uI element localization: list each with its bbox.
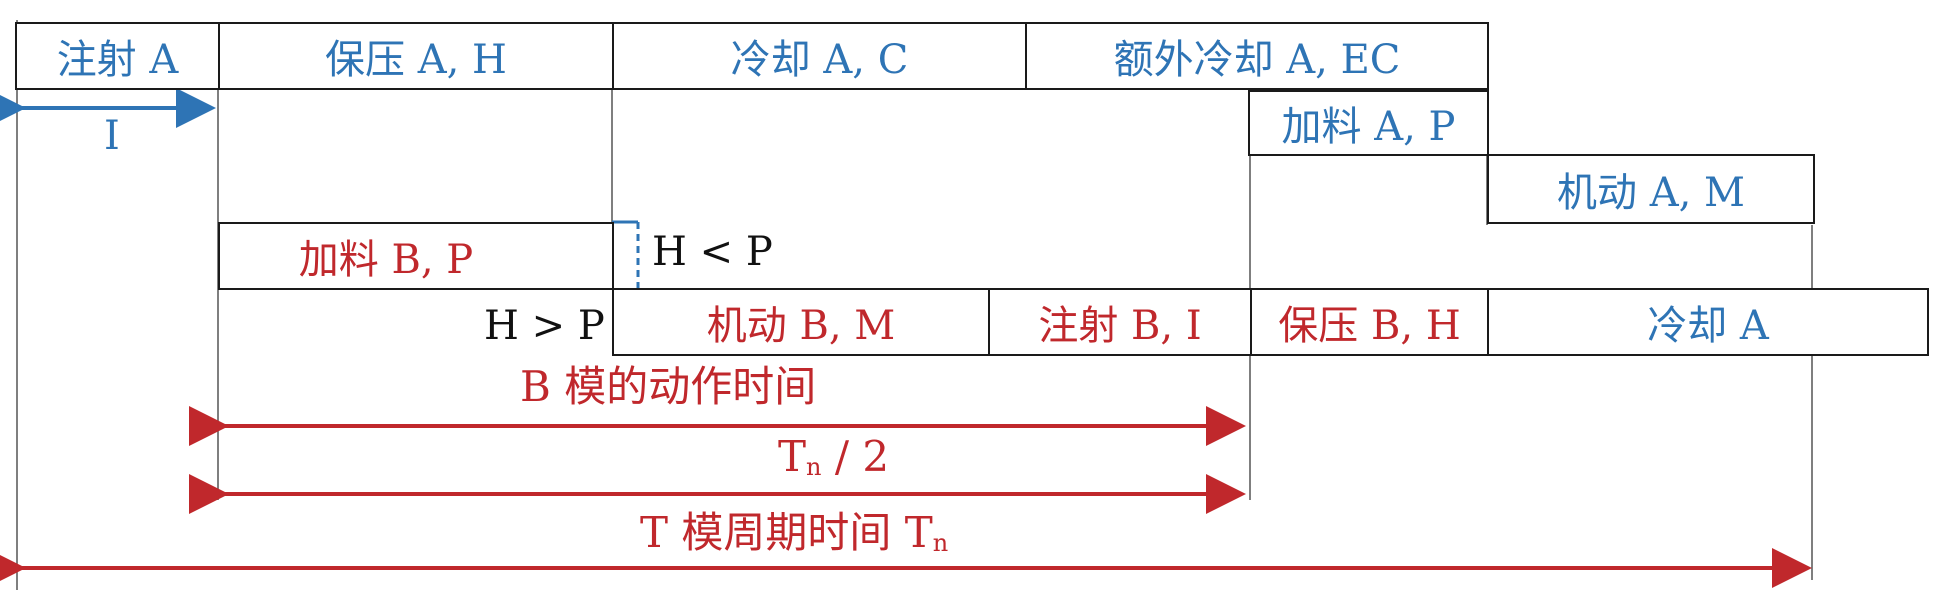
- half-cycle-label: Tn / 2: [778, 436, 889, 481]
- b-action-time-label: B 模的动作时间: [520, 362, 817, 411]
- inject-marker: I: [104, 113, 120, 159]
- cycle-time-sub: n: [932, 529, 949, 557]
- cycle-time-main: T 模周期时间 T: [640, 508, 933, 557]
- plasticize-b-label: 加料 B, P: [298, 237, 474, 283]
- inject-a-label: 注射 A: [56, 37, 179, 83]
- plasticize-a-label: 加料 A, P: [1281, 104, 1456, 150]
- half-cycle-rest: / 2: [821, 432, 890, 481]
- hold-a-label: 保压 A, H: [325, 37, 507, 83]
- move-b-box: 机动 B, M: [612, 288, 990, 356]
- hold-b-box: 保压 B, H: [1250, 288, 1489, 356]
- condition-h-less-p: H < P: [652, 229, 773, 275]
- half-cycle-t: T: [778, 432, 807, 481]
- move-b-label: 机动 B, M: [706, 303, 896, 349]
- plasticize-a-box: 加料 A, P: [1248, 90, 1489, 156]
- half-cycle-sub: n: [806, 453, 822, 481]
- move-a-label: 机动 A, M: [1557, 170, 1745, 216]
- cycle-time-label: T 模周期时间 Tn: [640, 512, 949, 557]
- extra-cool-a-box: 额外冷却 A, EC: [1025, 22, 1489, 90]
- cool-a-label: 冷却 A, C: [730, 37, 909, 83]
- plasticize-b-box: 加料 B, P: [218, 222, 614, 290]
- extra-cool-a-label: 额外冷却 A, EC: [1113, 37, 1401, 83]
- hold-b-label: 保压 B, H: [1278, 303, 1461, 349]
- condition-h-greater-p: H > P: [484, 303, 605, 349]
- cool-a-late-label: 冷却 A: [1647, 303, 1769, 349]
- move-a-box: 机动 A, M: [1487, 154, 1815, 224]
- cool-a-late-box: 冷却 A: [1487, 288, 1929, 356]
- inject-b-label: 注射 B, I: [1038, 303, 1202, 349]
- cool-a-box: 冷却 A, C: [612, 22, 1027, 90]
- inject-a-box: 注射 A: [15, 22, 220, 90]
- inject-b-box: 注射 B, I: [988, 288, 1252, 356]
- hold-a-box: 保压 A, H: [218, 22, 614, 90]
